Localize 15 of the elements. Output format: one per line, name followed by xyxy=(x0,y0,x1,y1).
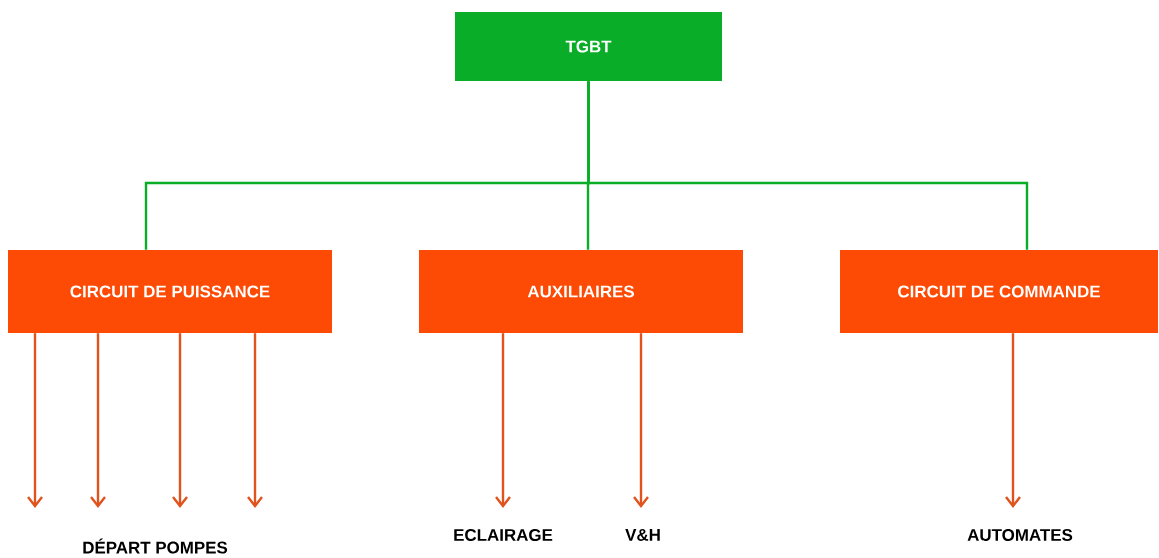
process-box: CIRCUIT DE PUISSANCE xyxy=(8,250,332,333)
arrow xyxy=(247,333,263,508)
process-box: AUXILIAIRES xyxy=(419,250,743,333)
arrow xyxy=(495,333,511,508)
arrow xyxy=(27,333,43,508)
output-label: V&H xyxy=(625,529,660,541)
process-box: CIRCUIT DE COMMANDE xyxy=(840,250,1158,333)
output-label: AUTOMATES xyxy=(967,529,1073,541)
arrow xyxy=(633,333,649,508)
output-label: DÉPART POMPES xyxy=(83,538,228,554)
arrow xyxy=(172,333,188,508)
arrow xyxy=(90,333,106,508)
output-label: ECLAIRAGE xyxy=(454,529,553,541)
process-box: TGBT xyxy=(455,12,722,81)
arrow xyxy=(1005,333,1021,508)
